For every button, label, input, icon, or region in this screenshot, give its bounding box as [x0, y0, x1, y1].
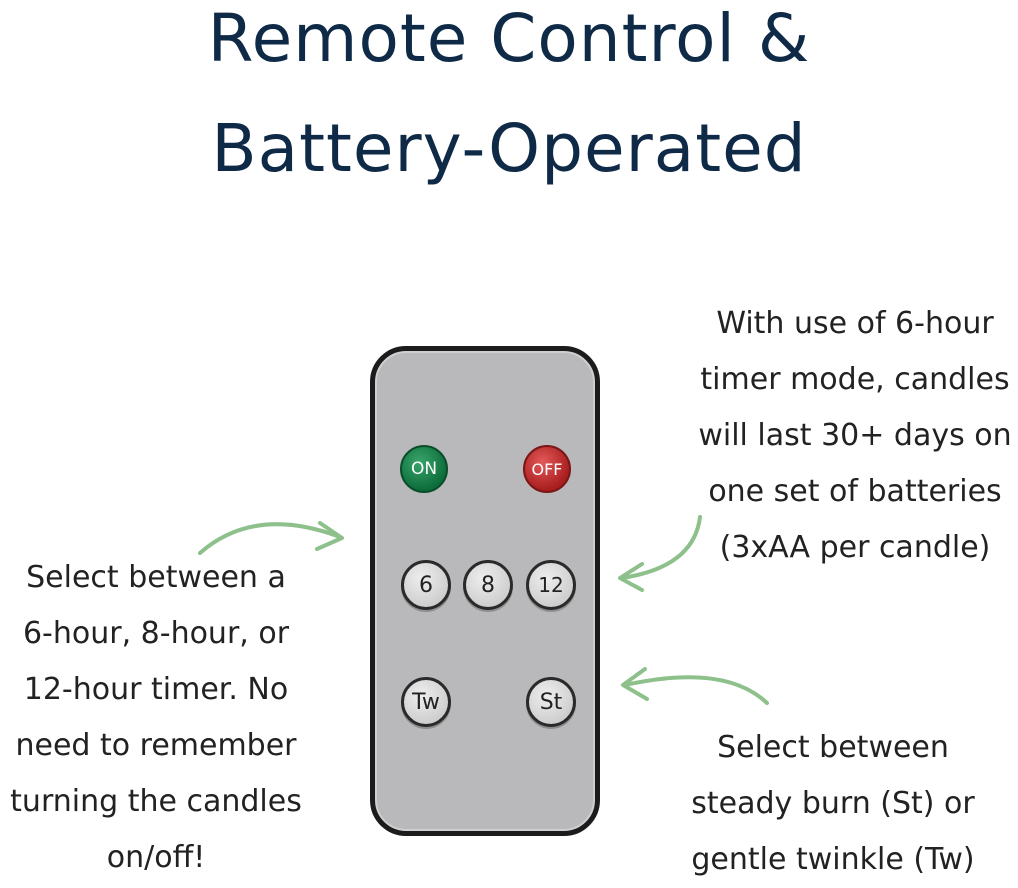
caption-line: gentle twinkle (Tw) — [691, 842, 975, 877]
page-title-line-1: Remote Control & — [207, 0, 811, 77]
timer-8-button[interactable]: 8 — [463, 560, 513, 610]
caption-line: steady burn (St) or — [691, 786, 975, 821]
timer-caption: Select between a 6-hour, 8-hour, or 12-h… — [0, 550, 312, 886]
off-button[interactable]: OFF — [523, 445, 571, 493]
caption-line: Select between a — [26, 560, 286, 595]
curved-arrow-icon — [621, 667, 769, 705]
steady-button[interactable]: St — [526, 677, 576, 727]
remote-control: ON OFF 6 8 12 Tw St — [370, 346, 600, 836]
caption-line: Select between — [717, 730, 949, 765]
caption-line: timer mode, candles — [700, 362, 1010, 397]
twinkle-button[interactable]: Tw — [401, 677, 451, 727]
caption-line: With use of 6-hour — [716, 306, 994, 341]
caption-line: will last 30+ days on — [698, 418, 1012, 453]
curved-arrow-icon — [198, 521, 344, 555]
caption-line: on/off! — [106, 840, 206, 875]
battery-caption: With use of 6-hour timer mode, candles w… — [690, 296, 1018, 576]
caption-line: turning the candles — [10, 784, 302, 819]
timer-6-button[interactable]: 6 — [401, 560, 451, 610]
mode-caption: Select between steady burn (St) or gentl… — [678, 720, 988, 888]
timer-12-button[interactable]: 12 — [526, 560, 576, 610]
caption-line: need to remember — [15, 728, 297, 763]
caption-line: 12-hour timer. No — [23, 672, 289, 707]
caption-line: one set of batteries — [708, 474, 1002, 509]
page-title-line-2: Battery-Operated — [211, 110, 807, 187]
curved-arrow-icon — [618, 515, 702, 592]
on-button[interactable]: ON — [400, 445, 448, 493]
caption-line: 6-hour, 8-hour, or — [22, 616, 290, 651]
caption-line: (3xAA per candle) — [719, 530, 991, 565]
